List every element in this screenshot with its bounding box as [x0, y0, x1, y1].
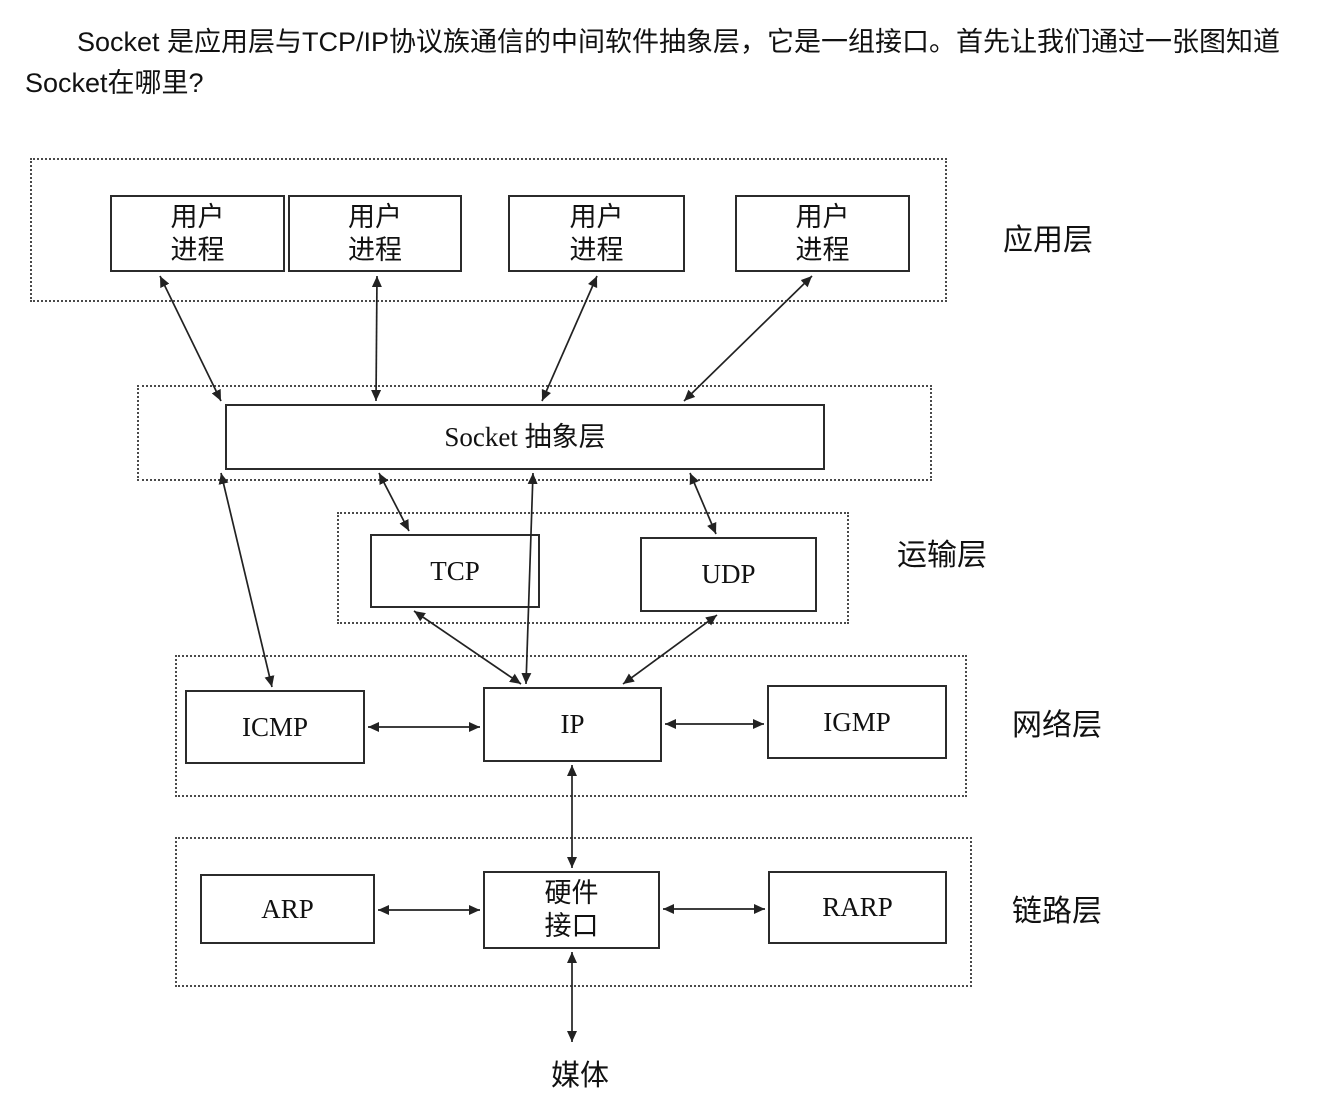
box-user-process-4: 用户 进程 [735, 195, 910, 272]
label-application-layer: 应用层 [1003, 224, 1093, 257]
box-igmp: IGMP [767, 685, 947, 759]
intro-paragraph: Socket 是应用层与TCP/IP协议族通信的中间软件抽象层，它是一组接口。首… [25, 27, 1281, 98]
label-transport-layer: 运输层 [897, 539, 987, 572]
box-user-process-2: 用户 进程 [288, 195, 462, 272]
application-layer-container [30, 158, 947, 302]
box-icmp: ICMP [185, 690, 365, 764]
box-rarp: RARP [768, 871, 947, 944]
box-socket-abstraction-layer: Socket 抽象层 [225, 404, 825, 470]
box-udp: UDP [640, 537, 817, 612]
box-ip: IP [483, 687, 662, 762]
box-tcp: TCP [370, 534, 540, 608]
label-media: 媒体 [550, 1060, 609, 1092]
box-user-process-3: 用户 进程 [508, 195, 685, 272]
box-user-process-1: 用户 进程 [110, 195, 285, 272]
transport-layer-container [337, 512, 849, 624]
label-link-layer: 链路层 [1012, 895, 1102, 928]
box-arp: ARP [200, 874, 375, 944]
box-hw-interface: 硬件 接口 [483, 871, 660, 949]
label-network-layer: 网络层 [1012, 709, 1102, 742]
